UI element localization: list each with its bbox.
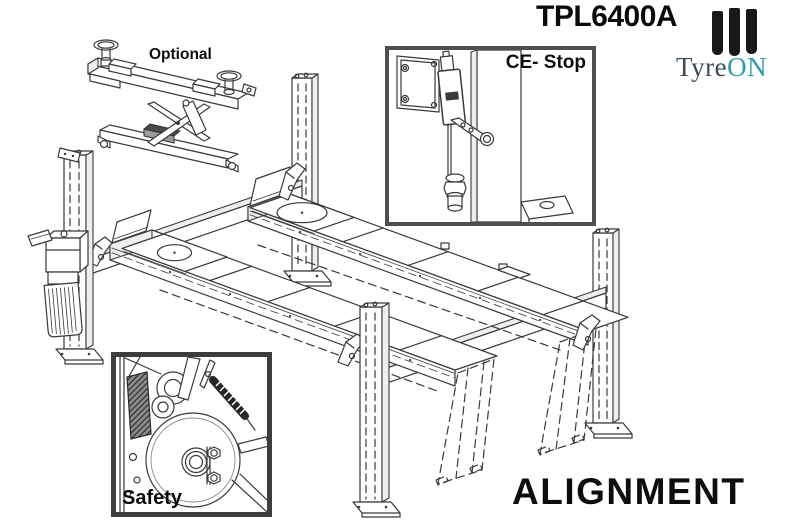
alignment-label: ALIGNMENT (512, 471, 746, 512)
safety-detail-drawing (119, 356, 270, 513)
loose-bracket (27, 229, 53, 247)
hidden-rail-far (257, 244, 561, 351)
turntable-near (121, 233, 228, 275)
safety-label: Safety (122, 487, 183, 509)
ramp-far (537, 328, 597, 456)
brand-name: TyreON (676, 52, 767, 83)
rubber-pad (93, 39, 119, 67)
logo-bar (746, 9, 757, 54)
runway-far (247, 166, 629, 346)
spring (204, 370, 256, 431)
rubber-pad (108, 58, 137, 77)
rubber-pad (216, 70, 242, 96)
safety-inset: Safety (111, 352, 272, 517)
power-unit (43, 230, 89, 338)
scissor-jack-drawing (57, 39, 257, 173)
rubber-pad (192, 78, 221, 97)
turntable-far (249, 193, 355, 234)
product-title: TPL6400A (536, 0, 678, 33)
safety-lock-bracket-rear-right (572, 314, 601, 351)
safety-lock-bracket-rear-left (278, 162, 306, 201)
limit-switch (437, 50, 466, 126)
tyreon-three-bars-icon (712, 8, 757, 56)
oil-tank (43, 281, 83, 338)
optional-label: Optional (149, 46, 212, 63)
hidden-rail-near (159, 289, 441, 393)
tie-down-hook (440, 242, 450, 250)
ce-stop-label: CE- Stop (505, 52, 586, 73)
ramp-near (435, 358, 495, 486)
rear-right-post (584, 227, 633, 439)
safety-lock-bracket-front-left (87, 236, 113, 267)
brand-name-on: ON (727, 52, 768, 82)
ce-stop-inset: CE- Stop (385, 46, 596, 226)
ce-stop-detail-drawing (396, 49, 574, 223)
wheel-stop-near (111, 209, 152, 244)
logo-bar (712, 11, 723, 55)
brand-name-tyre: Tyre (676, 52, 728, 82)
logo-bar (729, 8, 740, 56)
front-right-post (352, 301, 401, 518)
wheel-stop-far (249, 166, 291, 207)
